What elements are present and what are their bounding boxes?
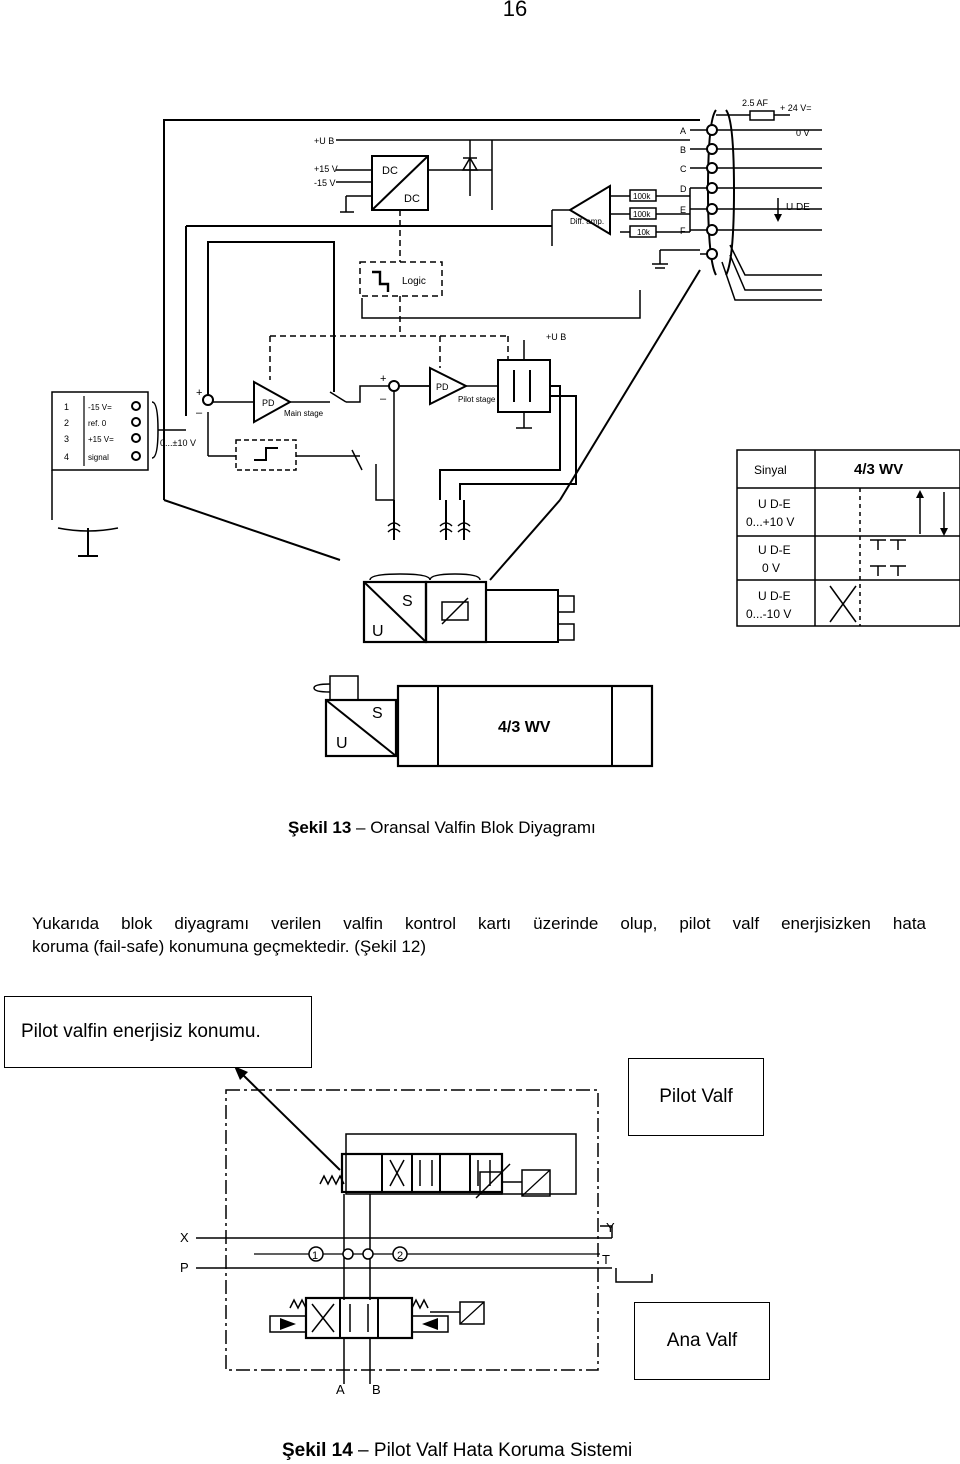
transducer-s: S <box>402 593 413 610</box>
callout-pilot-unpowered: Pilot valfin enerjisiz konumu. <box>4 996 312 1068</box>
input-pin-1: 1 <box>64 402 69 412</box>
fuse-symbol <box>749 110 775 121</box>
figure-13-caption-text: – Oransal Valfin Blok Diyagramı <box>351 818 596 837</box>
input-pin-4: 4 <box>64 452 69 462</box>
label-uB: +U B <box>314 136 334 146</box>
label-plus15v: +15 V <box>314 164 338 174</box>
label-input-range: 0...±10 V <box>160 438 196 448</box>
main-valve-spool <box>304 1296 414 1340</box>
table-row1-l1: U D-E <box>758 497 791 511</box>
sum2-minus: – <box>380 393 387 405</box>
label-logic: Logic <box>402 276 426 287</box>
paragraph-line-2: koruma (fail-safe) konumuna geçmektedir.… <box>32 937 426 956</box>
pin-f: F <box>680 226 686 236</box>
figure-14-caption-text: – Pilot Valf Hata Koruma Sistemi <box>352 1440 633 1461</box>
figure-14-hydraulic-schematic: X P Y T A B 1 2 <box>180 1066 653 1397</box>
label-ude: U DE <box>786 202 810 213</box>
pilot-valve-frame <box>345 1133 577 1195</box>
callout-main-valve-text: Ana Valf <box>666 1330 738 1351</box>
port-p: P <box>180 1260 189 1275</box>
main-valve-label: 4/3 WV <box>498 719 551 736</box>
figure-13-caption-label: Şekil 13 <box>288 818 352 837</box>
port-x: X <box>180 1230 189 1245</box>
switch-block <box>235 439 297 471</box>
label-r2: 100k <box>633 210 651 219</box>
label-uB-2: +U B <box>546 332 566 342</box>
label-pd-main: PD <box>262 398 275 408</box>
table-row1-l2: 0...+10 V <box>746 515 794 529</box>
table-row3-l2: 0...-10 V <box>746 607 791 621</box>
main-valve-body <box>396 684 654 768</box>
input-pin-2: 2 <box>64 418 69 428</box>
label-main-stage: Main stage <box>284 409 324 418</box>
port-y: Y <box>606 1220 615 1235</box>
pilot-solenoid-box <box>424 580 488 644</box>
label-diff-amp: Diff. amp. <box>570 217 604 226</box>
label-0v: 0 V <box>796 128 810 138</box>
paragraph-line-1: Yukarıda blok diyagramı verilen valfin k… <box>32 914 926 933</box>
sum1-minus: – <box>196 407 203 419</box>
pin-e: E <box>680 205 686 215</box>
sum2-plus: + <box>380 373 386 385</box>
label-pd-pilot: PD <box>436 382 449 392</box>
body-paragraph: Yukarıda blok diyagramı verilen valfin k… <box>32 912 926 958</box>
input-label-plus15: +15 V= <box>88 435 114 444</box>
input-pin-3: 3 <box>64 434 69 444</box>
table-header: 4/3 WV <box>854 461 903 478</box>
pin-d: D <box>680 184 687 194</box>
transducer-u: U <box>372 623 384 640</box>
pin-c: C <box>680 164 687 174</box>
table-row2-l2: 0 V <box>762 561 780 575</box>
pin-a: A <box>680 126 686 136</box>
callout-main-valve: Ana Valf <box>634 1302 770 1380</box>
check-2: 2 <box>397 1250 403 1262</box>
signal-table <box>736 449 960 627</box>
pin-b: B <box>680 145 686 155</box>
main-transducer-s: S <box>372 705 383 722</box>
check-1: 1 <box>312 1250 318 1262</box>
input-label-signal: signal <box>88 453 109 462</box>
diff-amp-symbol <box>568 184 611 236</box>
table-sinyal: Sinyal <box>754 463 787 477</box>
figure-14-caption: Şekil 14 – Pilot Valf Hata Koruma Sistem… <box>282 1440 632 1462</box>
pin-connector <box>706 109 736 276</box>
main-transducer-u: U <box>336 735 348 752</box>
logic-block <box>359 261 443 297</box>
port-b: B <box>372 1382 381 1397</box>
callout-pilot-unpowered-text: Pilot valfin enerjisiz konumu. <box>21 1021 261 1042</box>
label-minus15v: -15 V <box>314 178 336 188</box>
page-number: 16 <box>502 0 528 21</box>
sum1-plus: + <box>196 387 202 399</box>
label-r3: 10k <box>637 228 651 237</box>
label-fuse: 2.5 AF <box>742 98 769 108</box>
label-24v: + 24 V= <box>780 103 812 113</box>
port-a: A <box>336 1382 345 1397</box>
port-t: T <box>602 1252 610 1267</box>
input-label-ref: ref. 0 <box>88 419 107 428</box>
figure-14-caption-label: Şekil 14 <box>282 1440 353 1461</box>
callout-pilot-valve-text: Pilot Valf <box>659 1086 733 1107</box>
input-connector <box>51 391 149 471</box>
input-label-minus15: -15 V= <box>88 403 112 412</box>
label-r1: 100k <box>633 192 651 201</box>
table-row3-l1: U D-E <box>758 589 791 603</box>
label-dc-in: DC <box>382 165 398 177</box>
table-row2-l1: U D-E <box>758 543 791 557</box>
label-dc-out: DC <box>404 193 420 205</box>
label-pilot-stage: Pilot stage <box>458 395 496 404</box>
main-transducer-box <box>324 698 398 758</box>
figure-13-caption: Şekil 13 – Oransal Valfin Blok Diyagramı <box>288 818 596 838</box>
figure-13-block-diagram: +U B +15 V -15 V DC DC Logic PD Main sta… <box>51 98 960 768</box>
callout-pilot-valve: Pilot Valf <box>628 1058 764 1136</box>
output-stage <box>497 359 551 413</box>
